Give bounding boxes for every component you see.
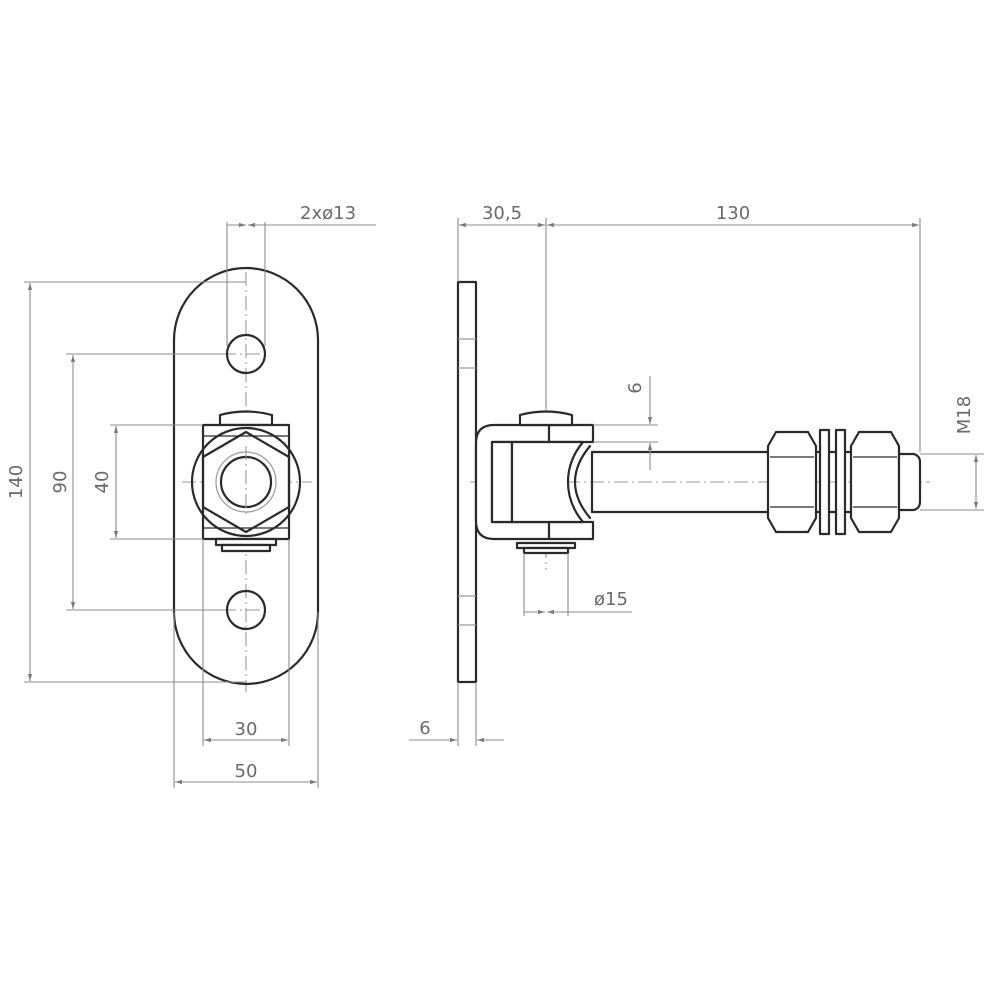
bracket-width-label: 30 <box>235 719 258 740</box>
eye-curve <box>573 444 592 520</box>
nut-2 <box>849 430 901 534</box>
nut-1 <box>766 430 818 534</box>
plate-thickness-label: 6 <box>419 718 430 739</box>
hex-nut <box>201 430 291 534</box>
mounting-hole-bottom <box>225 589 267 631</box>
overall-height-label: 140 <box>6 465 27 499</box>
washer-2 <box>834 428 847 536</box>
clearance-label: 6 <box>625 382 646 393</box>
pin-cap <box>518 410 574 427</box>
side-view: 30,5 130 6 ø15 6 M18 <box>409 203 984 746</box>
eye-block <box>490 440 514 524</box>
hole-spacing-label: 90 <box>50 471 71 494</box>
bracket-height-label: 40 <box>92 471 113 494</box>
bracket-washer <box>220 543 272 553</box>
front-view: 2xø13 140 90 40 30 50 <box>6 203 376 788</box>
eye-body <box>510 440 585 524</box>
mounting-hole-top <box>225 333 267 375</box>
nut-outer-circle <box>190 426 302 538</box>
bolt-length-label: 130 <box>716 203 750 224</box>
thread-label: M18 <box>954 396 975 434</box>
pin-diameter-label: ø15 <box>594 589 628 610</box>
u-bracket <box>474 423 595 541</box>
hole-diameter-label: 2xø13 <box>300 203 356 224</box>
pin-washer <box>522 546 570 555</box>
bracket-cap-top <box>218 410 274 427</box>
thread-end <box>897 452 922 512</box>
plate-width-label: 50 <box>235 761 258 782</box>
pin-offset-label: 30,5 <box>482 203 522 224</box>
washer-1 <box>818 428 831 536</box>
